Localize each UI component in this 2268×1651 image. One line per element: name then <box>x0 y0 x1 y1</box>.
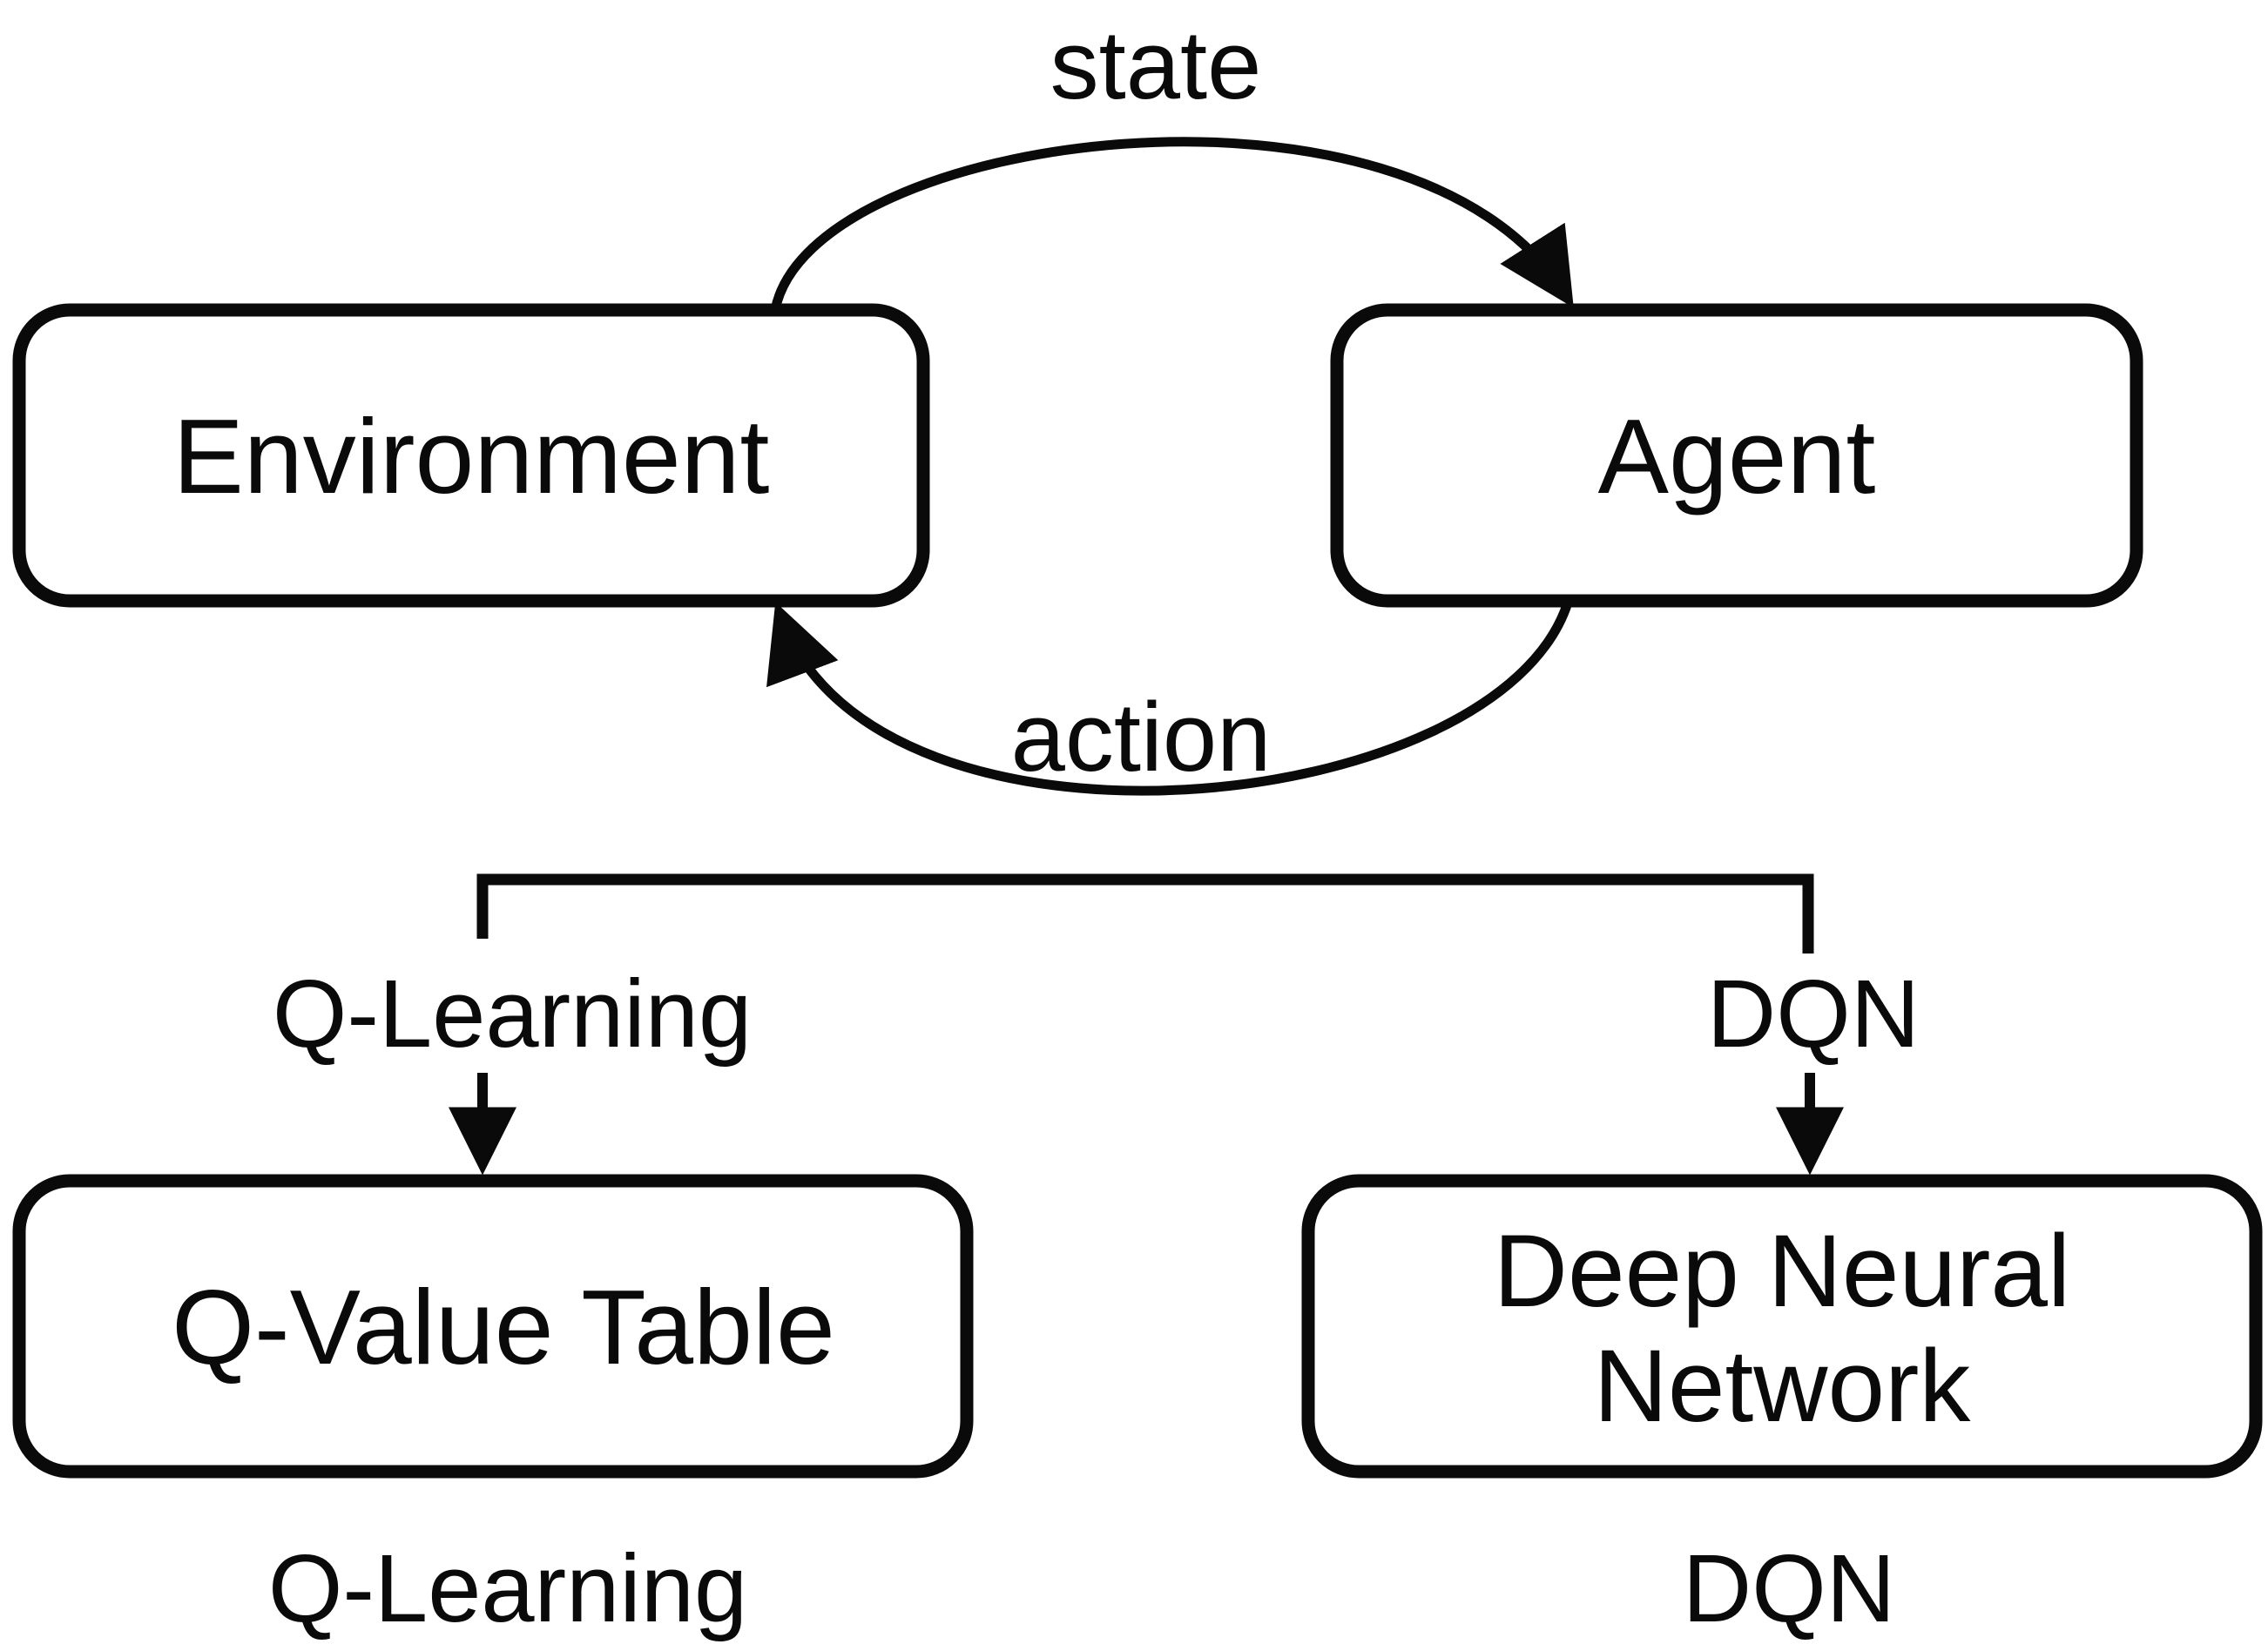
deep-neural-network-label-line1: Deep Neural <box>1494 1214 2070 1329</box>
q-learning-branch-label: Q-Learning <box>273 960 752 1068</box>
agent-label: Agent <box>1598 397 1876 516</box>
state-arrow-curve <box>770 137 1574 312</box>
dqn-branch-label: DQN <box>1707 960 1920 1068</box>
dqn-caption: DQN <box>1683 1535 1895 1642</box>
q-value-table-box <box>12 1174 974 1479</box>
deep-neural-network-box <box>1301 1174 2263 1479</box>
deep-neural-network-label-line2: Network <box>1594 1329 1972 1444</box>
environment-label: Environment <box>173 397 770 516</box>
action-arrow-curve <box>766 601 1573 796</box>
branch-bracket <box>476 873 1814 954</box>
q-value-table-label: Q-Value Table <box>172 1268 835 1386</box>
q-learning-caption: Q-Learning <box>268 1535 747 1642</box>
environment-box <box>12 303 930 608</box>
state-label: state <box>1050 10 1262 119</box>
action-label: action <box>1011 683 1272 792</box>
agent-box <box>1330 303 2143 608</box>
